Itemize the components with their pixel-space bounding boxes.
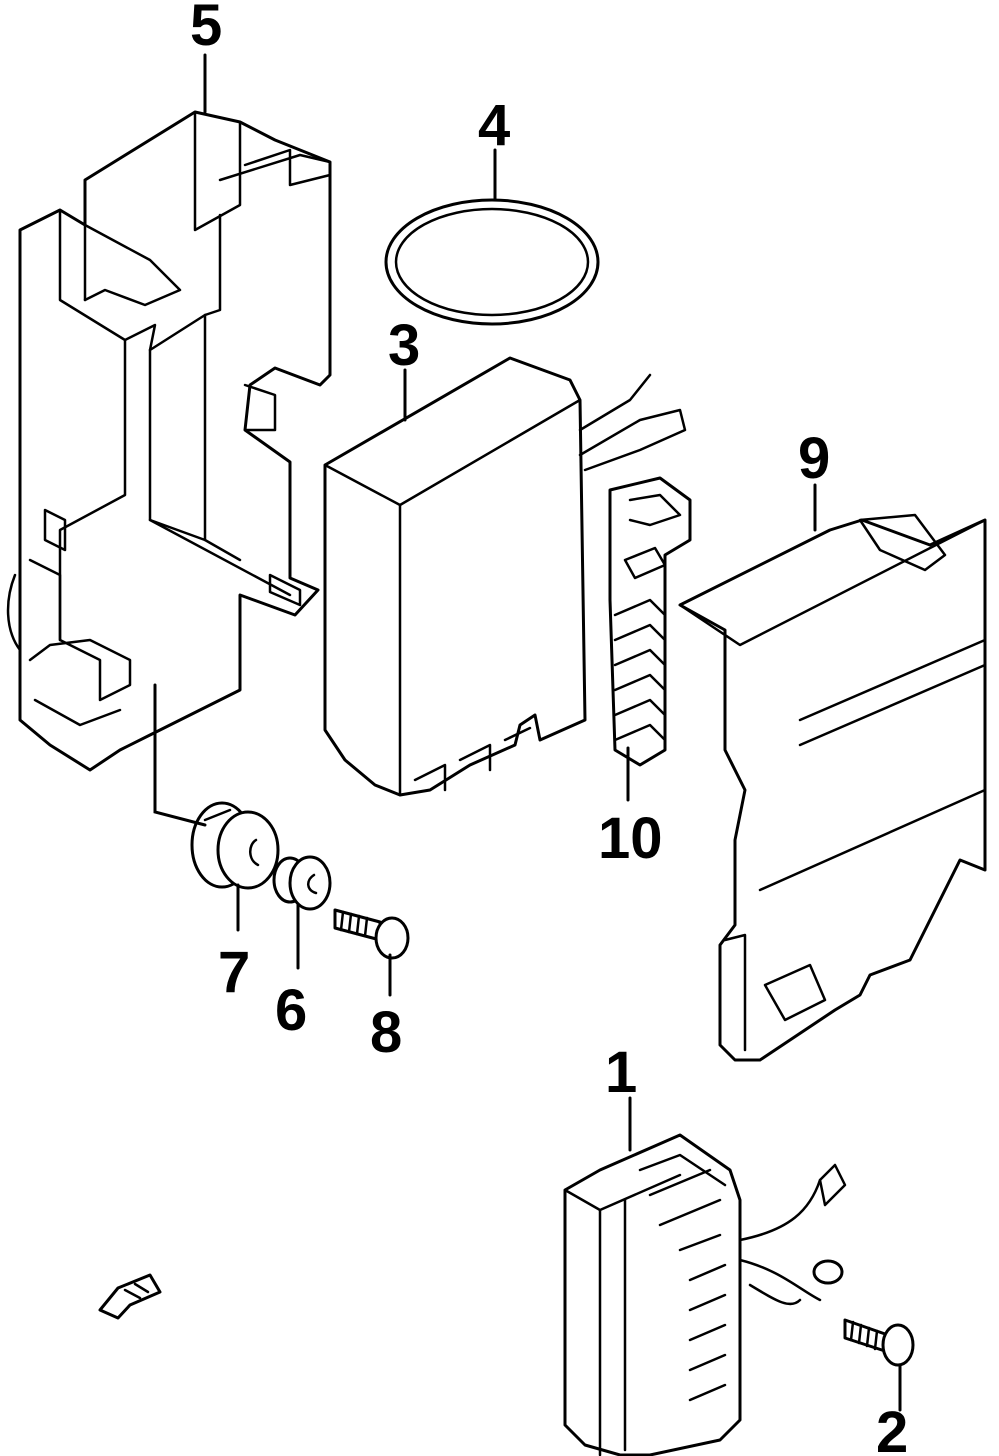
part-3-control-unit [323, 356, 687, 797]
leader-lines [153, 53, 902, 1412]
part-9-cover [678, 513, 987, 1062]
part-6-collar [272, 855, 332, 911]
part-2-screw [843, 1318, 915, 1367]
front-direction-arrow-icon [98, 1273, 162, 1320]
callout-8: 8 [370, 1000, 402, 1065]
part-8-bolt [333, 908, 410, 960]
callout-labels: 5 4 3 9 10 7 6 8 1 2 [190, 0, 908, 1456]
callout-1: 1 [605, 1040, 637, 1105]
callout-3: 3 [388, 313, 420, 378]
callout-4: 4 [478, 93, 510, 158]
callout-7: 7 [218, 940, 250, 1005]
part-1-relay-box [563, 1133, 847, 1456]
callout-2: 2 [876, 1400, 908, 1456]
callout-5: 5 [190, 0, 222, 58]
part-4-o-ring [384, 198, 600, 326]
part-10-clip-strip [608, 476, 692, 767]
callout-9: 9 [798, 426, 830, 491]
callout-10: 10 [598, 806, 663, 871]
callout-6: 6 [275, 978, 307, 1043]
part-5-bracket [6, 110, 332, 772]
part-7-grommet [190, 801, 280, 890]
